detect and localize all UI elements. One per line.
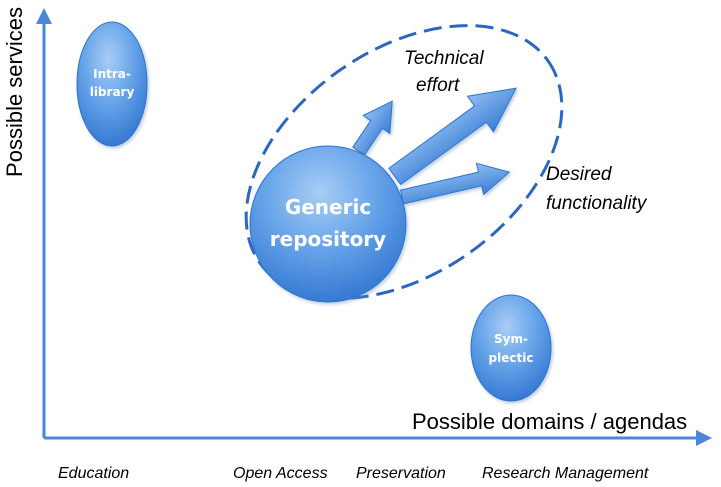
bubble-generic-line1: Generic (285, 195, 371, 219)
annotation-desired-line2: functionality (546, 193, 648, 214)
bubble-intralibrary-line2: library (90, 85, 135, 99)
x-category-research-management: Research Management (482, 465, 649, 482)
bubble-symplectic-line1: Sym- (494, 332, 528, 346)
y-axis (36, 8, 52, 438)
bubble-intralibrary-line1: Intra- (93, 67, 131, 81)
scope-dashed-ellipse (244, 24, 564, 300)
x-axis (44, 430, 712, 446)
bubble-intralibrary (76, 21, 148, 147)
bubble-generic-line2: repository (270, 227, 386, 251)
annotation-technical-line2: effort (416, 75, 460, 96)
arrow-large-diagonal-icon (388, 87, 518, 186)
bubble-symplectic-line2: plectic (489, 351, 534, 365)
bubble-generic-repository (249, 145, 407, 303)
x-category-education: Education (58, 465, 129, 482)
x-axis-arrowhead-icon (696, 430, 712, 446)
annotation-technical-line1: Technical (404, 48, 484, 69)
y-axis-arrowhead-icon (36, 8, 52, 24)
arrow-technical-effort-icon (352, 100, 393, 156)
bubble-symplectic (470, 294, 552, 402)
x-axis-label: Possible domains / agendas (412, 409, 687, 434)
arrow-desired-functionality-icon (399, 162, 511, 205)
x-category-open-access: Open Access (233, 465, 328, 482)
x-category-preservation: Preservation (356, 465, 446, 482)
y-axis-label: Possible services (2, 7, 27, 177)
annotation-desired-line1: Desired (546, 164, 613, 185)
